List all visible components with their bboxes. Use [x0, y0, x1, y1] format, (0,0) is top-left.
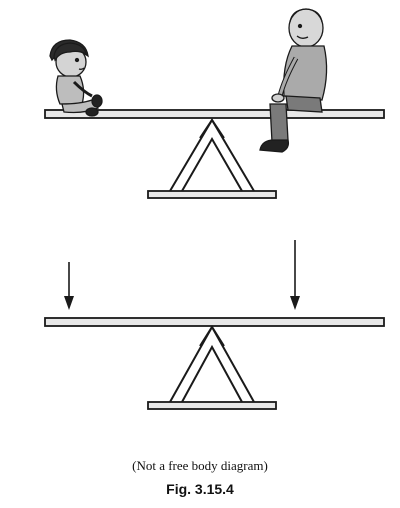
fulcrum-base-top: [147, 190, 277, 199]
force-arrow-right: [290, 240, 300, 310]
elderly-man-figure: [259, 8, 328, 153]
figure-label: Fig. 3.15.4: [166, 481, 234, 497]
seesaw-top: [44, 8, 385, 199]
fulcrum-base-bottom: [147, 401, 277, 410]
child-figure: [49, 39, 103, 117]
fulcrum-triangle-top: [169, 118, 255, 192]
force-arrow-left: [64, 262, 74, 310]
fulcrum-triangle-bottom: [169, 324, 255, 403]
seesaw-bottom: [44, 240, 385, 410]
beam-bottom: [44, 317, 385, 327]
figure-note: (Not a free body diagram): [132, 458, 268, 473]
beam-top: [44, 109, 385, 119]
